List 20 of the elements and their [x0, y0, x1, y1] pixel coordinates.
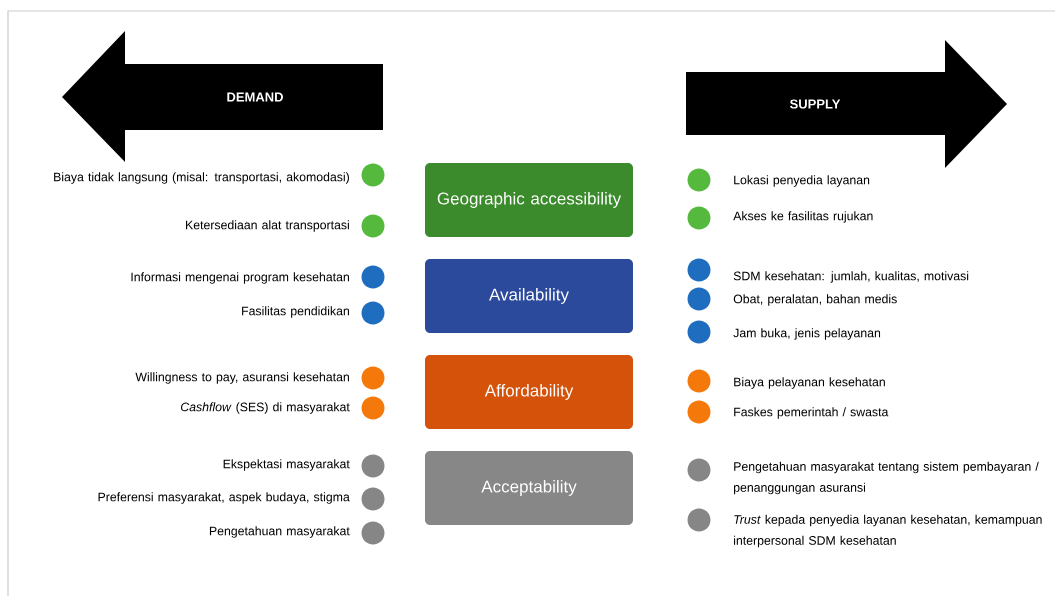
item-text: Preferensi masyarakat, aspek budaya, stigma: [98, 492, 350, 504]
item-text: Informasi mengenai program kesehatan: [131, 272, 349, 284]
item-text: Pengetahuan masyarakat: [209, 526, 350, 538]
category-box: Acceptability: [425, 451, 633, 525]
category-box: Availability: [425, 259, 633, 333]
item-text: Cashflow (SES) di masyarakat: [181, 402, 350, 414]
item-text: Akses ke fasilitas rujukan: [733, 211, 873, 223]
item-text: Willingness to pay, asuransi kesehatan: [135, 372, 349, 384]
item-text: SDM kesehatan: jumlah, kualitas, motivasi: [733, 271, 969, 283]
item-text: Obat, peralatan, bahan medis: [733, 294, 897, 306]
item-text: Biaya pelayanan kesehatan: [734, 377, 885, 389]
item-text: Ekspektasi masyarakat: [223, 459, 350, 471]
item-text: Fasilitas pendidikan: [242, 306, 349, 318]
item-text: Trust kepada penyedia layanan kesehatan, kemampuan interpersonal SDM kesehatan: [734, 514, 1042, 548]
category-box: Affordability: [425, 355, 633, 429]
category-box: Geographic accessibility: [425, 163, 633, 237]
item-text: Faskes pemerintah / swasta: [734, 407, 889, 419]
item-text: Pengetahuan masyarakat tentang sistem pembayaran / penanggungan asuransi: [734, 461, 1039, 495]
item-text: Ketersediaan alat transportasi: [186, 220, 349, 232]
item-text: Jam buka, jenis pelayanan: [733, 328, 881, 340]
